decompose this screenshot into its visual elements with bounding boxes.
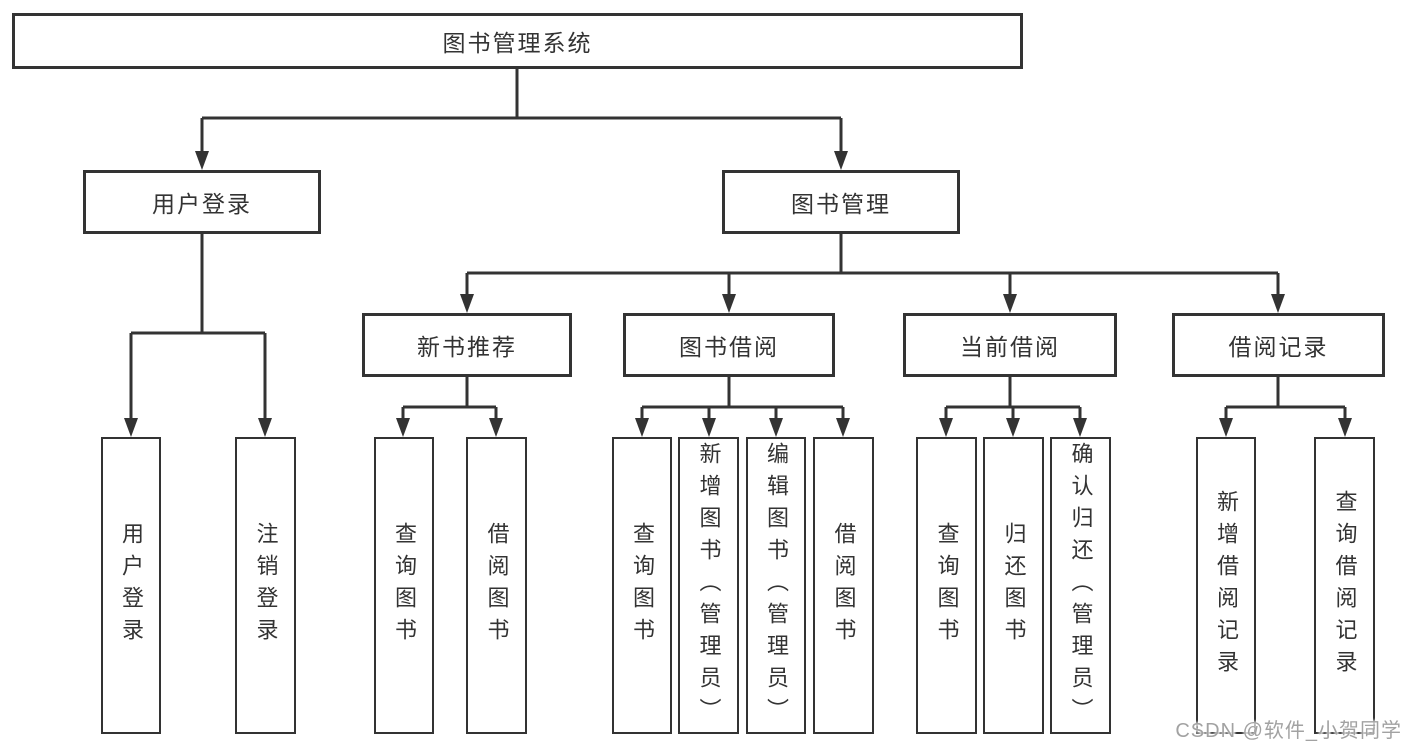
leaf-borrow-books-recommend: 借阅图书 [466, 437, 527, 734]
arrowhead-icon [769, 418, 783, 437]
arrowhead-icon [460, 294, 474, 313]
leaf-logout: 注销登录 [235, 437, 296, 734]
connector-newbook-to-leaves [401, 377, 498, 423]
arrowhead-icon [489, 418, 503, 437]
leaf-query-borrow-record: 查询借阅记录 [1314, 437, 1375, 734]
arrowhead-icon [834, 151, 848, 170]
arrowhead-icon [836, 418, 850, 437]
arrowhead-icon [124, 418, 138, 437]
node-book-borrowing: 图书借阅 [623, 313, 835, 377]
connector-root-to-level1 [200, 69, 843, 156]
leaf-edit-book-admin: 编辑图书（管理员） [746, 437, 806, 734]
node-book-management: 图书管理 [722, 170, 960, 234]
connector-current-to-leaves [944, 377, 1082, 423]
leaf-query-books-recommend: 查询图书 [374, 437, 434, 734]
csdn-watermark: CSDN @软件_小贺同学 [1175, 720, 1402, 742]
arrowhead-icon [1006, 418, 1020, 437]
arrowhead-icon [1271, 294, 1285, 313]
node-current-borrowing: 当前借阅 [903, 313, 1117, 377]
arrowhead-icon [702, 418, 716, 437]
arrowhead-icon [258, 418, 272, 437]
arrowhead-icon [195, 151, 209, 170]
leaf-query-books-current: 查询图书 [916, 437, 977, 734]
leaf-add-book-admin: 新增图书（管理员） [678, 437, 739, 734]
arrowhead-icon [1219, 418, 1233, 437]
arrowhead-icon [1003, 294, 1017, 313]
arrowhead-icon [1073, 418, 1087, 437]
connector-record-to-leaves [1224, 377, 1347, 423]
arrowhead-icon [939, 418, 953, 437]
connector-borrow-to-leaves [640, 377, 845, 423]
connector-mgmt-to-level2 [465, 234, 1280, 299]
arrowhead-icon [396, 418, 410, 437]
leaf-query-books-borrow: 查询图书 [612, 437, 672, 734]
connector-login-to-leaves [129, 234, 267, 423]
node-user-login: 用户登录 [83, 170, 321, 234]
arrowhead-icon [722, 294, 736, 313]
leaf-confirm-return-admin: 确认归还（管理员） [1050, 437, 1111, 734]
node-library-management-system: 图书管理系统 [12, 13, 1023, 69]
node-new-book-recommendation: 新书推荐 [362, 313, 572, 377]
node-borrowing-records: 借阅记录 [1172, 313, 1385, 377]
arrowhead-icon [1338, 418, 1352, 437]
arrowheads [124, 151, 1352, 437]
arrowhead-icon [635, 418, 649, 437]
leaf-add-borrow-record: 新增借阅记录 [1196, 437, 1256, 734]
leaf-user-login: 用户登录 [101, 437, 161, 734]
leaf-borrow-books: 借阅图书 [813, 437, 874, 734]
leaf-return-book: 归还图书 [983, 437, 1044, 734]
